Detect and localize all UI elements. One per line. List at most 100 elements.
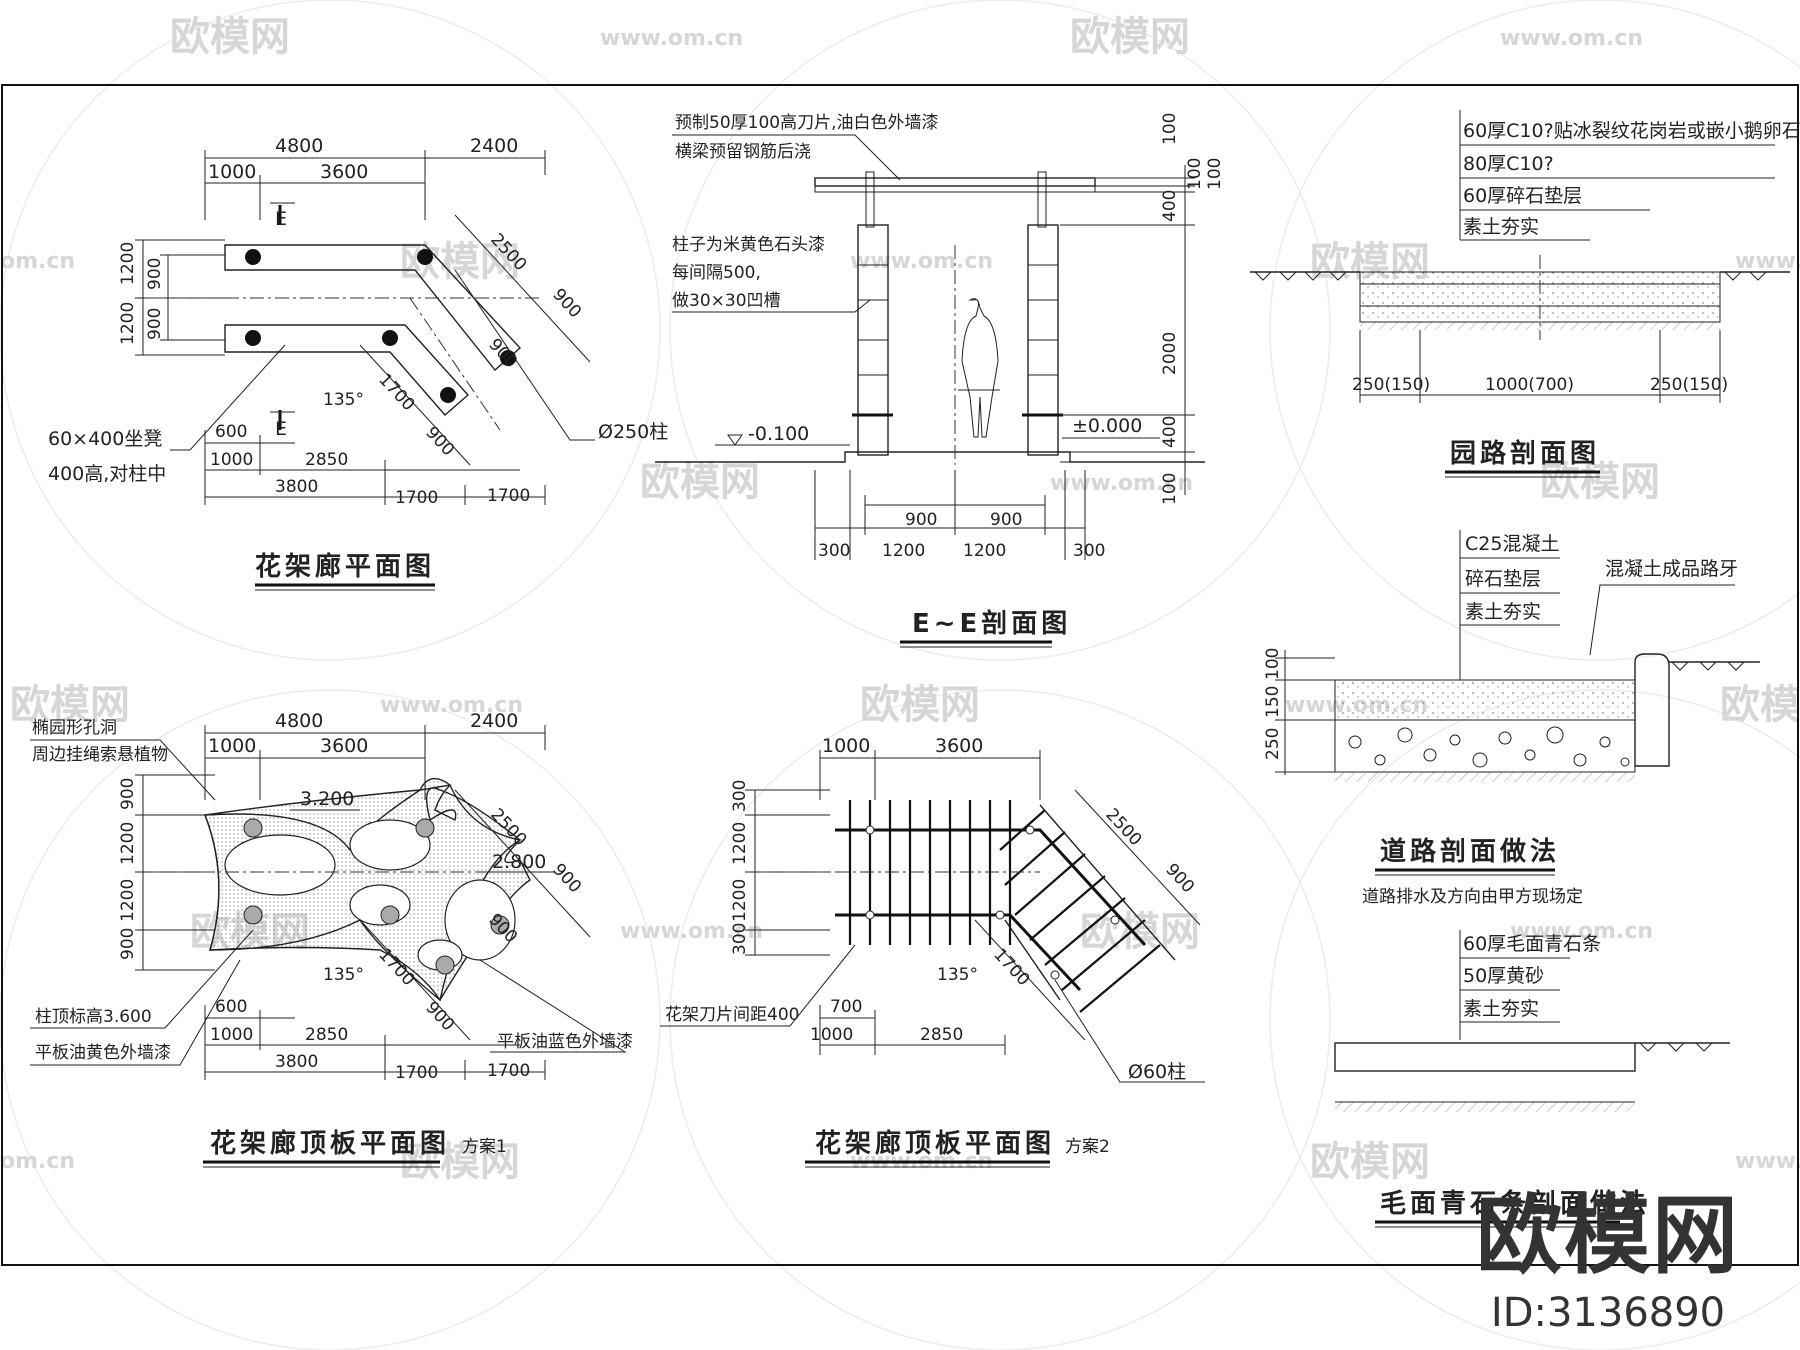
stone-layer: 50厚黄砂 (1463, 965, 1544, 987)
garden-path-layer: 60厚碎石垫层 (1463, 185, 1582, 207)
garden-path-dim: 250(150) (1650, 375, 1728, 395)
section-dim-bottom: 300 (1073, 541, 1105, 561)
plan-section-mark: E (275, 418, 287, 440)
plan-column (382, 330, 398, 346)
section-dim-right: 400 (1160, 416, 1180, 448)
section-dim-bottom: 300 (818, 541, 850, 561)
road-drawing: C25混凝土 碎石垫层 素土夯实 混凝土成品路牙 100 150 250 (1263, 530, 1760, 907)
roof2-dim-diag: 2500 (1101, 805, 1145, 850)
plan-dim-left: 1200 (118, 242, 138, 285)
watermark-url: om.cn (0, 1149, 75, 1174)
watermark-brand: 欧模网 (1080, 909, 1200, 955)
roof2-angle: 135° (937, 965, 978, 985)
watermark-url: www.om.cn (1510, 919, 1653, 944)
section-dim-right: 2000 (1160, 332, 1180, 375)
section-dim-right: 100 (1205, 158, 1225, 190)
roof2-column (1050, 970, 1060, 980)
sheet-border (1, 84, 1799, 1266)
road-layer: 碎石垫层 (1465, 568, 1541, 590)
section-drawing: 100 100 100 400 2000 400 100 900 900 300… (655, 113, 1225, 648)
section-dim-bottom: 900 (905, 510, 937, 530)
plan-dim-top: 1000 (208, 161, 256, 183)
watermark-url: www.om.cn (1050, 471, 1193, 496)
roof1-dim-bottom: 3800 (275, 1052, 318, 1072)
roof1-dim-bottom: 1000 (210, 1025, 253, 1045)
roof2-dim-bottom: 1000 (810, 1025, 853, 1045)
roof1-dim-bottom: 1700 (487, 1061, 530, 1081)
roof1-dim-left: 1200 (118, 822, 138, 865)
plan-section-mark: E (275, 208, 287, 230)
plan-dim-left: 900 (145, 308, 165, 340)
roof2-column (1110, 915, 1120, 925)
section-title: E~E剖面图 (912, 608, 1071, 639)
watermark-brand: 欧模网 (860, 682, 980, 728)
roof1-dim-bottom: 600 (215, 997, 247, 1017)
section-dim-right: 100 (1185, 158, 1205, 190)
roof1-angle: 135° (323, 965, 364, 985)
road-note: 道路排水及方向由甲方现场定 (1362, 887, 1583, 907)
plan-dim-diag: 900 (421, 423, 458, 460)
plan-dim-left: 1200 (118, 302, 138, 345)
plan-column (245, 330, 261, 346)
roof1-dim-top: 3600 (320, 735, 368, 757)
roof1-note-top-level: 柱顶标高3.600 (35, 1007, 152, 1027)
roof1-dim-bottom: 1700 (395, 1063, 438, 1083)
stone-drawing: 60厚毛面青石条 50厚黄砂 素土夯实 毛面青石条剖面做法 (1334, 930, 1730, 1228)
roof2-dim-bottom: 2850 (920, 1025, 963, 1045)
plan-dim-bottom: 1700 (395, 488, 438, 508)
road-layer: 素土夯实 (1465, 601, 1541, 623)
road-dim: 100 (1263, 648, 1283, 680)
roof2-column (995, 910, 1005, 920)
watermark-url: om.cn (0, 249, 75, 274)
roof1-title: 花架廊顶板平面图 (210, 1128, 450, 1159)
roof1-note-hole: 椭园形孔洞 (32, 718, 117, 738)
roof2-note-column: Ø60柱 (1128, 1061, 1186, 1083)
plan-column (440, 387, 456, 403)
watermark-brand: 欧模网 (640, 459, 760, 505)
roof2-dim-top: 1000 (822, 735, 870, 757)
plan-note-bench: 400高,对柱中 (48, 463, 166, 485)
plan-dim-diag: 900 (548, 285, 585, 322)
garden-path-dim: 250(150) (1352, 375, 1430, 395)
roof2-dim-left: 300 (730, 780, 750, 812)
road-title: 道路剖面做法 (1380, 836, 1560, 867)
section-note-top: 预制50厚100高刀片,油白色外墙漆 (675, 113, 938, 133)
road-curb-label: 混凝土成品路牙 (1605, 558, 1738, 580)
section-dim-right: 100 (1160, 113, 1180, 145)
road-layer: C25混凝土 (1465, 533, 1559, 555)
roof2-column (865, 825, 875, 835)
plan-angle: 135° (323, 390, 364, 410)
section-note-column: 做30×30凹槽 (672, 291, 781, 311)
watermark-brand: 欧模网 (170, 14, 290, 60)
plan-column (245, 249, 261, 265)
plan-dim-bottom: 1700 (487, 486, 530, 506)
plan-dim-bottom: 3800 (275, 477, 318, 497)
roof1-dim-left: 1200 (118, 879, 138, 922)
watermark-url: www. (1735, 249, 1800, 274)
roof2-note-spacing: 花架刀片间距400 (665, 1005, 799, 1025)
watermark-url: www.om.cn (850, 249, 993, 274)
plan-dim-bottom: 1000 (210, 450, 253, 470)
plan-dim-bottom: 600 (215, 422, 247, 442)
garden-path-title: 园路剖面图 (1450, 438, 1600, 469)
roof2-dim-bottom: 700 (830, 997, 862, 1017)
roof1-column (243, 818, 263, 838)
watermark-url: www.om.cn (620, 919, 763, 944)
section-note-top: 横梁预留钢筋后浇 (675, 142, 811, 162)
roof2-column (865, 910, 875, 920)
roof1-dim-top: 1000 (208, 735, 256, 757)
plan-dim-left: 900 (145, 258, 165, 290)
roof1-dim-diag: 900 (548, 860, 585, 897)
garden-path-drawing: 60厚C10?贴冰裂纹花岗岩或嵌小鹅卵石 80厚C10? 60厚碎石垫层 素土夯… (1250, 110, 1800, 478)
roof1-dim-left: 900 (118, 778, 138, 810)
watermark-url: www.om.cn (600, 26, 743, 51)
garden-path-dim: 1000(700) (1485, 375, 1574, 395)
image-id-label: ID:3136890 (1490, 1290, 1726, 1336)
roof1-dim-left: 900 (118, 928, 138, 960)
roof1-dim-diag: 900 (421, 998, 458, 1035)
watermark-brand: 欧模网 (1070, 14, 1190, 60)
section-note-column: 每间隔500, (672, 263, 761, 283)
section-level-right: ±0.000 (1072, 415, 1142, 437)
roof2-dim-left: 1200 (730, 879, 750, 922)
